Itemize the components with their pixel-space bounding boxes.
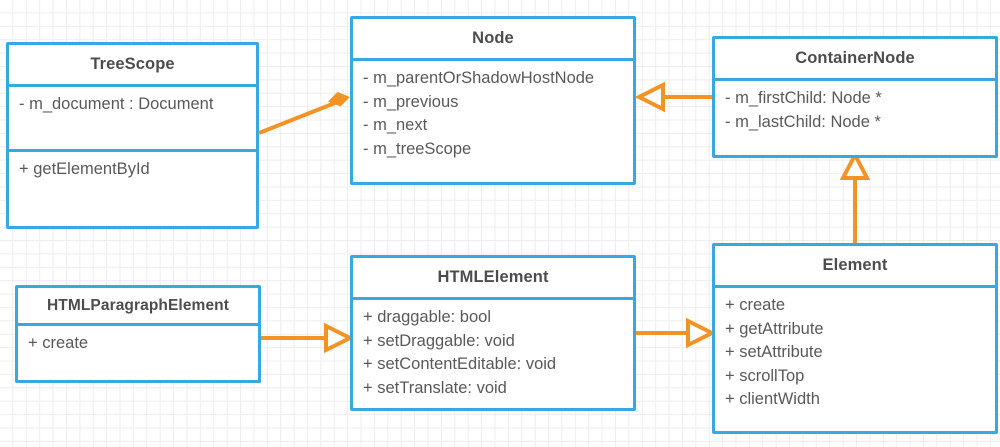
- connector-htmlelement-element: [636, 317, 717, 349]
- connector-line: [258, 99, 341, 135]
- class-member: + setDraggable: void: [363, 331, 515, 350]
- connector-containernode-node: [634, 81, 712, 113]
- class-attributes-treescope: - m_document : Document: [9, 87, 256, 152]
- class-title-htmlelement: HTMLElement: [353, 258, 633, 300]
- class-title-treescope: TreeScope: [9, 45, 256, 87]
- class-member: - m_treeScope: [363, 139, 472, 158]
- class-member: + setAttribute: [725, 343, 823, 361]
- hollow-triangle-marker: [839, 150, 871, 180]
- class-member: - m_next: [363, 116, 428, 134]
- uml-class-element[interactable]: Element + create + getAttribute + setAtt…: [712, 243, 998, 434]
- class-title-node: Node: [353, 19, 633, 61]
- class-attributes-node: - m_parentOrShadowHostNode - m_previous …: [353, 61, 633, 182]
- class-member: + getElementById: [19, 160, 150, 178]
- class-member: - m_previous: [363, 92, 459, 111]
- class-member: + clientWidth: [725, 390, 820, 408]
- hollow-triangle-marker: [324, 322, 355, 354]
- class-attributes-htmlelement: + draggable: bool + setDraggable: void +…: [353, 300, 633, 408]
- connector-treescope-node: [258, 92, 350, 135]
- class-member: + setTranslate: void: [363, 378, 507, 397]
- uml-class-htmlelement[interactable]: HTMLElement + draggable: bool + setDragg…: [350, 255, 636, 411]
- hollow-triangle-marker: [634, 81, 665, 113]
- class-member: + setContentEditable: void: [363, 355, 557, 373]
- hollow-triangle-marker: [686, 317, 717, 349]
- class-member: - m_firstChild: Node *: [725, 89, 882, 107]
- class-member: - m_lastChild: Node *: [725, 112, 881, 131]
- class-title-containernode: ContainerNode: [715, 39, 995, 81]
- filled-diamond-marker: [328, 92, 350, 107]
- class-member: + create: [725, 296, 786, 314]
- class-member: + create: [28, 334, 89, 352]
- connector-htmlparagraphelement-htmlelement: [261, 322, 355, 354]
- uml-class-treescope[interactable]: TreeScope - m_document : Document + getE…: [6, 42, 259, 229]
- class-title-element: Element: [715, 246, 995, 288]
- uml-class-node[interactable]: Node - m_parentOrShadowHostNode - m_prev…: [350, 16, 636, 185]
- class-member: - m_document : Document: [19, 95, 214, 113]
- class-attributes-element: + create + getAttribute + setAttribute +…: [715, 288, 995, 431]
- class-member: + draggable: bool: [363, 308, 491, 326]
- connector-element-containernode: [839, 150, 871, 243]
- uml-class-containernode[interactable]: ContainerNode - m_firstChild: Node * - m…: [712, 36, 998, 158]
- class-attributes-containernode: - m_firstChild: Node * - m_lastChild: No…: [715, 81, 995, 155]
- class-title-htmlparagraphelement: HTMLParagraphElement: [18, 288, 258, 326]
- uml-class-htmlparagraphelement[interactable]: HTMLParagraphElement + create: [15, 285, 261, 383]
- class-member: + scrollTop: [725, 366, 805, 385]
- class-member: - m_parentOrShadowHostNode: [363, 69, 595, 87]
- class-methods-treescope: + getElementById: [9, 152, 256, 226]
- class-attributes-htmlparagraphelement: + create: [18, 326, 258, 380]
- class-member: + getAttribute: [725, 319, 824, 338]
